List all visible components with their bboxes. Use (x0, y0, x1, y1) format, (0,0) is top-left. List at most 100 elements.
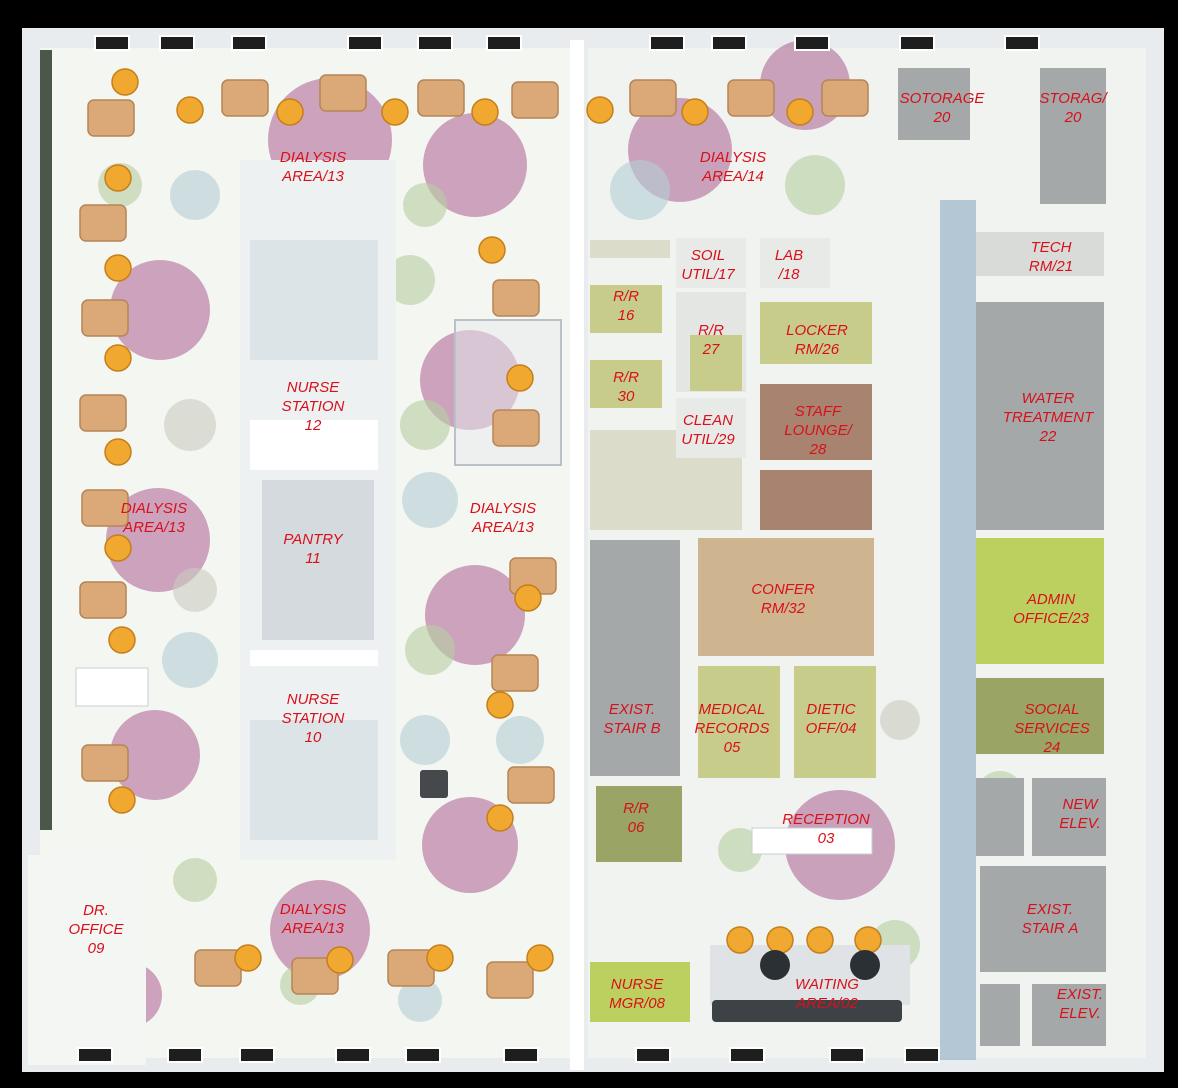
tech-room (976, 232, 1104, 276)
zone-circle-20 (405, 625, 455, 675)
chair-8 (104, 164, 132, 192)
room-label-line: NURSE (286, 691, 340, 708)
room-label-line: 06 (627, 819, 645, 836)
window-10 (1004, 35, 1040, 51)
recliner-17 (491, 654, 539, 692)
room-label-line: MGR/08 (609, 995, 665, 1012)
room-label-line: AREA/13 (123, 519, 185, 536)
room-label-line: EXIST. (1056, 986, 1104, 1003)
window-15 (405, 1047, 441, 1063)
room-label-line: 28 (809, 441, 827, 458)
room-label-line: AREA/14 (702, 168, 764, 185)
chair-9 (104, 254, 132, 282)
room-label-line: CLEAN (682, 412, 734, 429)
room-label-line: LOUNGE/ (784, 422, 852, 439)
zone-circle-1 (423, 113, 527, 217)
room-label-line: OFFICE/23 (1013, 610, 1089, 627)
room-label-exist-stair-a: EXIST.STAIR A (1022, 900, 1079, 938)
recliner-7 (821, 79, 869, 117)
recliner-3 (417, 79, 465, 117)
chair-26 (806, 926, 834, 954)
window-1 (159, 35, 195, 51)
room-label-lab-18: LAB/18 (775, 246, 803, 284)
room-label-line: 03 (817, 830, 835, 847)
chair-14 (108, 786, 136, 814)
staff-lounge-lower (760, 470, 872, 530)
room-label-line: DR. (83, 902, 109, 919)
room-label-line: WATER (1021, 390, 1075, 407)
chair-11 (104, 438, 132, 466)
window-9 (899, 35, 935, 51)
room-label-line: TREATMENT (1002, 409, 1094, 426)
room-label-line: SERVICES (1014, 720, 1090, 737)
chair-13 (108, 626, 136, 654)
room-label-dialysis-area-14: DIALYSIS AREA/14 (700, 148, 766, 186)
zone-circle-32 (398, 978, 442, 1022)
water-treatment-room (976, 302, 1104, 530)
room-label-storage-20-b: STORAG/20 (1039, 89, 1106, 127)
chair-25 (766, 926, 794, 954)
zone-circle-26 (785, 155, 845, 215)
waiting-table-a (760, 950, 790, 980)
room-label-line: PANTRY (283, 531, 343, 548)
zone-circle-25 (610, 160, 670, 220)
zone-circle-19 (162, 632, 218, 688)
room-label-exist-stair-b: EXIST.STAIR B (603, 700, 660, 738)
room-label-line: STATION (281, 398, 345, 415)
window-14 (335, 1047, 371, 1063)
chair-24 (726, 926, 754, 954)
locker-room (760, 302, 872, 364)
window-13 (239, 1047, 275, 1063)
room-label-line: DIETIC (806, 701, 856, 718)
recliner-6 (727, 79, 775, 117)
chair-4 (471, 98, 499, 126)
recliner-22 (486, 961, 534, 999)
recliner-4 (511, 81, 559, 119)
recliner-19 (194, 949, 242, 987)
recliner-14 (492, 279, 540, 317)
room-label-line: DIALYSIS (699, 149, 767, 166)
chair-1 (176, 96, 204, 124)
room-label-line: UTIL/29 (681, 431, 735, 448)
room-label-line: 20 (1064, 109, 1082, 126)
zone-circles (98, 40, 1024, 1027)
room-label-line: STAIR B (603, 720, 661, 737)
room-label-line: SOCIAL (1024, 701, 1080, 718)
room-label-line: AREA/13 (282, 920, 344, 937)
recliner-0 (87, 99, 135, 137)
zone-circle-16 (164, 399, 216, 451)
recliner-5 (629, 79, 677, 117)
room-label-line: DIALYSIS (469, 500, 537, 517)
pantry-room (262, 480, 374, 640)
nurse-station-10-desk (250, 720, 378, 840)
room-label-clean-util-29: CLEAN UTIL/29 (681, 411, 734, 449)
room-label-line: ELEV. (1059, 1005, 1101, 1022)
chair-18 (486, 691, 514, 719)
new-elevator-lobby (1032, 778, 1106, 856)
room-fills (28, 68, 1106, 1065)
exist-stair-b-room (590, 540, 680, 776)
room-label-line: DIALYSIS (279, 149, 347, 166)
recliner-15 (492, 409, 540, 447)
staff-lounge-room (760, 384, 872, 460)
room-label-line: OFF/04 (805, 720, 857, 737)
window-12 (167, 1047, 203, 1063)
nurse-mgr-room (590, 962, 690, 1022)
room-label-line: 24 (1043, 739, 1061, 756)
reception-desk (751, 827, 873, 855)
